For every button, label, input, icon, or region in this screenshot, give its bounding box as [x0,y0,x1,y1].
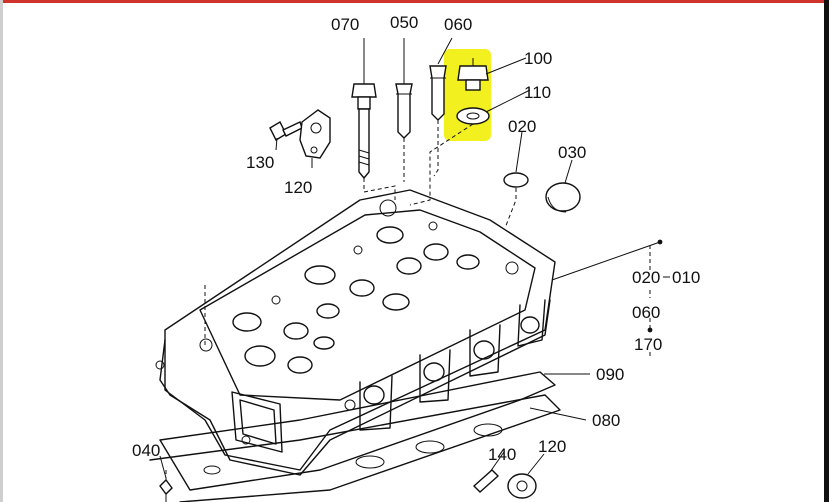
label-170: 170 [634,335,662,354]
part-060-valve-guide [429,65,447,121]
frame-top-border [0,0,829,3]
label-140: 140 [488,445,516,464]
label-110: 110 [524,83,551,102]
label-120-top: 120 [284,178,312,197]
part-140-stud [472,469,500,493]
part-120-hanger-bottom [507,473,537,499]
part-120-hanger-top [299,109,331,159]
label-080: 080 [592,411,620,430]
label-100: 100 [524,49,552,68]
alignment-lines [165,120,651,482]
label-070: 070 [331,15,359,34]
part-050-valve-guide [395,83,413,139]
highlight-parts-100-110 [444,49,491,141]
part-020-cap [503,172,529,188]
label-060: 060 [444,15,472,34]
part-labels: 070 050 060 100 110 020 030 130 120 020 … [132,13,700,464]
label-130: 130 [246,153,274,172]
valve-ports [199,199,519,374]
label-040: 040 [132,441,160,460]
part-040-bolt [159,478,173,502]
frame-right-border [824,0,829,502]
leader-dot-010 [657,239,663,245]
frame-left-border [0,0,3,502]
label-050: 050 [390,13,418,32]
end-port [231,391,283,453]
label-020: 020 [508,117,536,136]
label-020-side: 020 [632,268,660,287]
label-030: 030 [558,143,586,162]
part-070-head-bolt [351,83,377,180]
label-060-side: 060 [632,303,660,322]
part-130-bolt [269,121,303,141]
label-120-bottom: 120 [538,437,566,456]
part-110-washer [456,107,490,125]
leader-dot-170 [647,327,653,333]
part-100-plug-bolt [457,58,489,91]
cylinder-head [155,189,556,476]
label-090: 090 [596,365,624,384]
leader-lines [159,37,661,479]
label-010: 010 [672,268,700,287]
port-bosses [359,299,546,431]
part-030-plug [545,182,581,213]
head-gasket [149,371,561,502]
